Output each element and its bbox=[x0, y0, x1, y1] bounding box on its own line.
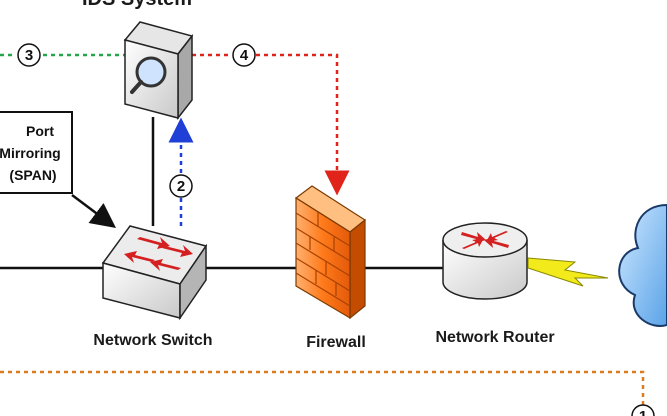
step1-path bbox=[0, 370, 645, 405]
network-router-label: Network Router bbox=[435, 329, 554, 346]
switch-arrows-icon bbox=[124, 237, 193, 271]
network-switch-label: Network Switch bbox=[93, 332, 212, 349]
firewall-label: Firewall bbox=[306, 334, 366, 351]
step2-number: 2 bbox=[177, 178, 185, 195]
network-switch bbox=[101, 225, 208, 321]
ids-device bbox=[123, 21, 194, 121]
step1-badge bbox=[631, 404, 655, 416]
step4-path-b bbox=[256, 53, 350, 196]
span-callout: Port Mirroring (SPAN) bbox=[0, 111, 116, 228]
firewall-device bbox=[294, 185, 367, 320]
network-router bbox=[442, 222, 528, 300]
step1-number: 1 bbox=[639, 408, 647, 416]
step4-number: 4 bbox=[240, 47, 249, 64]
ids-title: IDS System bbox=[82, 0, 192, 10]
cloud-icon bbox=[618, 203, 667, 327]
step4-badge bbox=[232, 43, 256, 67]
span-arrow bbox=[71, 194, 116, 228]
span-line2: Mirroring bbox=[0, 145, 61, 161]
span-line1: Port bbox=[26, 123, 54, 139]
step3-badge bbox=[17, 43, 41, 67]
router-arrows-icon bbox=[461, 231, 509, 249]
brick-wall-icon bbox=[295, 212, 351, 307]
lightning-bolt-icon bbox=[527, 257, 609, 287]
magnifier-icon bbox=[130, 56, 167, 94]
step3-number: 3 bbox=[25, 47, 33, 64]
step2-badge bbox=[169, 174, 193, 198]
span-line3: (SPAN) bbox=[9, 167, 56, 183]
